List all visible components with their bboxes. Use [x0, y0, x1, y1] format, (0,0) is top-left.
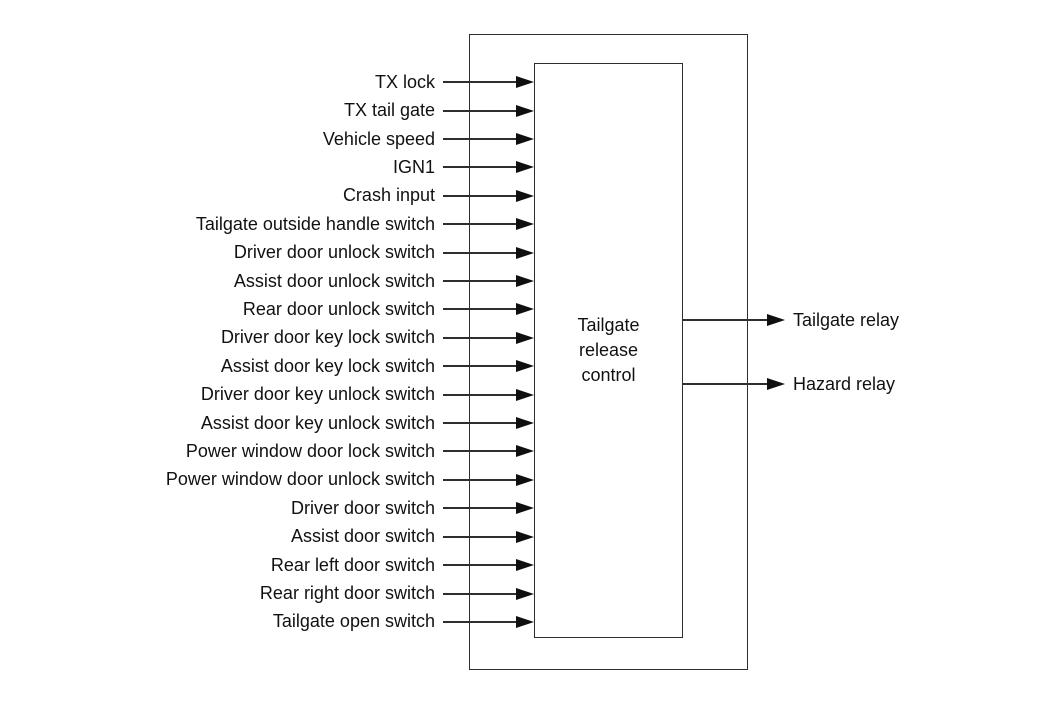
input-row: Vehicle speed — [0, 125, 534, 153]
arrow-line — [443, 166, 516, 169]
input-label: Tailgate open switch — [272, 611, 435, 632]
arrow-line — [443, 365, 516, 368]
input-label: IGN1 — [392, 156, 435, 177]
arrow-line — [443, 507, 516, 510]
arrow-line — [443, 535, 516, 538]
arrowhead-icon — [516, 331, 534, 344]
arrowhead-icon — [516, 530, 534, 543]
block-title-line-3: control — [581, 365, 636, 385]
arrow-line — [443, 564, 516, 567]
arrow-line — [443, 620, 516, 623]
input-label: Assist door unlock switch — [233, 270, 435, 291]
input-row: Driver door key lock switch — [0, 324, 534, 352]
input-row: Driver door unlock switch — [0, 238, 534, 266]
input-label: Crash input — [342, 185, 435, 206]
arrowhead-icon — [516, 388, 534, 401]
control-unit-outer-box — [469, 34, 748, 670]
arrowhead-icon — [516, 445, 534, 458]
input-row: Assist door key unlock switch — [0, 409, 534, 437]
input-label: Power window door lock switch — [185, 440, 435, 461]
arrowhead-icon — [516, 218, 534, 231]
arrowhead-icon — [516, 104, 534, 117]
arrow-line — [443, 81, 516, 84]
arrowhead-icon — [516, 559, 534, 572]
block-title-line-2: release — [578, 340, 639, 360]
arrowhead-icon — [767, 314, 785, 326]
arrow-line — [443, 251, 516, 254]
block-title-line-1: Tailgate — [577, 315, 640, 335]
input-row: TX lock — [0, 68, 534, 96]
input-label: TX lock — [374, 71, 435, 92]
output-row-hazard-relay: Hazard relay — [683, 370, 895, 398]
arrow-line — [443, 280, 516, 283]
input-label: Driver door key unlock switch — [200, 384, 435, 405]
arrow-line — [443, 223, 516, 226]
input-label: Rear left door switch — [270, 554, 435, 575]
arrowhead-icon — [516, 275, 534, 288]
arrowhead-icon — [516, 473, 534, 486]
input-label: Driver door key lock switch — [220, 327, 435, 348]
input-label: Assist door key unlock switch — [200, 412, 435, 433]
input-row: Crash input — [0, 182, 534, 210]
arrowhead-icon — [516, 133, 534, 146]
arrowhead-icon — [516, 587, 534, 600]
arrow-line — [443, 138, 516, 141]
arrow-line — [683, 383, 767, 385]
arrow-line — [443, 422, 516, 425]
input-row: TX tail gate — [0, 96, 534, 124]
input-label: Tailgate outside handle switch — [195, 213, 435, 234]
arrow-line — [443, 109, 516, 112]
arrow-line — [443, 393, 516, 396]
input-row: Assist door switch — [0, 523, 534, 551]
arrowhead-icon — [516, 502, 534, 515]
input-label: Driver door unlock switch — [233, 242, 435, 263]
tailgate-release-control-block: Tailgate release control — [534, 63, 683, 638]
input-row: Power window door unlock switch — [0, 466, 534, 494]
input-label: Rear right door switch — [259, 583, 435, 604]
arrow-line — [683, 319, 767, 321]
arrow-line — [443, 478, 516, 481]
input-row: Rear door unlock switch — [0, 295, 534, 323]
output-label-hazard-relay: Hazard relay — [793, 373, 896, 394]
input-row: Tailgate outside handle switch — [0, 210, 534, 238]
input-row: Rear right door switch — [0, 579, 534, 607]
input-label: Rear door unlock switch — [242, 298, 435, 319]
arrowhead-icon — [516, 161, 534, 174]
input-row: Driver door switch — [0, 494, 534, 522]
input-label: Assist door key lock switch — [220, 355, 435, 376]
input-label: Assist door switch — [290, 526, 435, 547]
input-label: Driver door switch — [290, 497, 435, 518]
input-row: Assist door key lock switch — [0, 352, 534, 380]
arrowhead-icon — [516, 303, 534, 316]
arrowhead-icon — [767, 378, 785, 390]
input-row: Assist door unlock switch — [0, 267, 534, 295]
arrow-line — [443, 336, 516, 339]
arrowhead-icon — [516, 246, 534, 259]
input-label: Power window door unlock switch — [165, 469, 435, 490]
block-title: Tailgate release control — [577, 313, 639, 388]
arrowhead-icon — [516, 189, 534, 202]
input-label: Vehicle speed — [322, 128, 435, 149]
input-row: Power window door lock switch — [0, 437, 534, 465]
arrow-line — [443, 308, 516, 311]
input-row: IGN1 — [0, 153, 534, 181]
arrowhead-icon — [516, 417, 534, 430]
arrowhead-icon — [516, 615, 534, 628]
arrow-line — [443, 592, 516, 595]
input-label: TX tail gate — [343, 100, 435, 121]
input-row: Driver door key unlock switch — [0, 380, 534, 408]
arrowhead-icon — [516, 76, 534, 89]
input-row: Rear left door switch — [0, 551, 534, 579]
output-row-tailgate-relay: Tailgate relay — [683, 306, 899, 334]
arrow-line — [443, 450, 516, 453]
output-label-tailgate-relay: Tailgate relay — [793, 309, 900, 330]
input-row: Tailgate open switch — [0, 608, 534, 636]
arrowhead-icon — [516, 360, 534, 373]
arrow-line — [443, 194, 516, 197]
